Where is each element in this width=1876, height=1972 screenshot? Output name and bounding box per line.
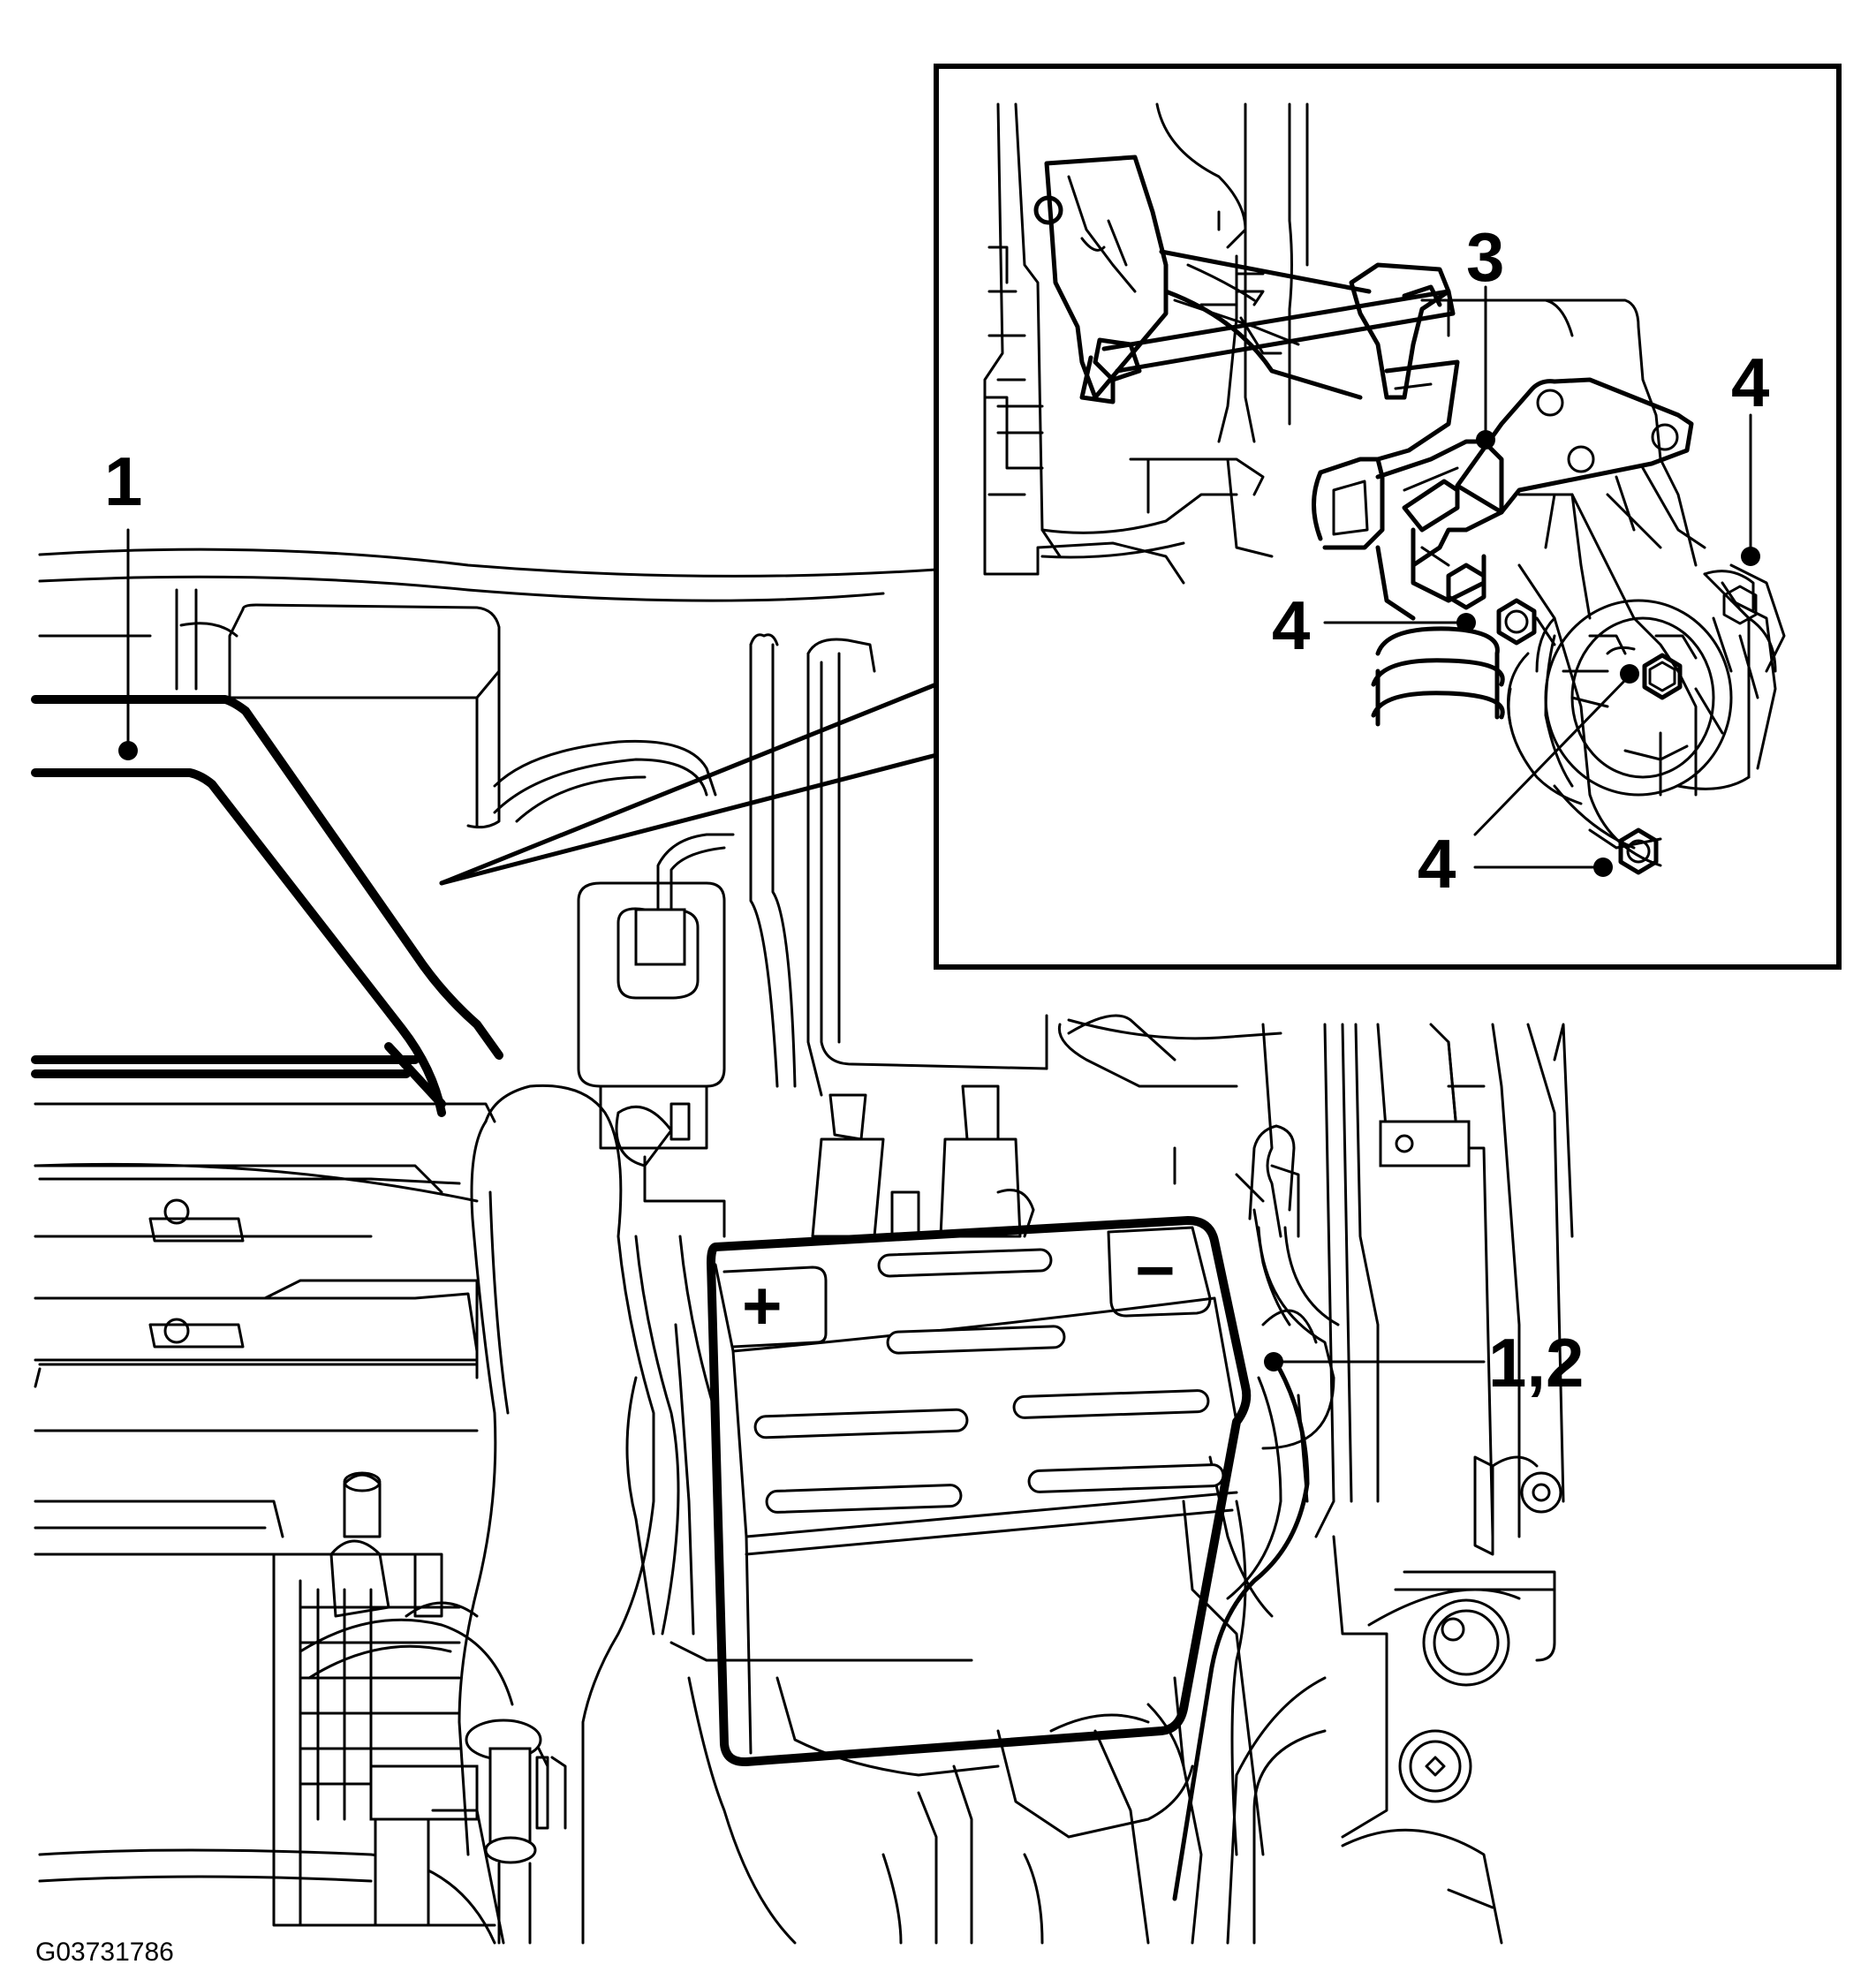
callout-label-3: 3 (1466, 218, 1504, 296)
callout-label-4-center: 4 (1418, 825, 1456, 903)
callout-3: 3 (1466, 218, 1504, 450)
callout-label-4-bottom: 4 (1418, 825, 1456, 903)
callout-label-1-2: 1,2 (1488, 1324, 1584, 1402)
callout-label-4-left: 4 (1272, 586, 1310, 664)
callout-label-1: 1 (104, 442, 142, 520)
engine-bay-linework (34, 548, 1574, 1945)
callout-1: 1 (104, 442, 142, 760)
callout-4-bottom: 4 (1418, 825, 1613, 903)
plus-terminal-label: + (742, 1266, 783, 1344)
crossmember-beam (31, 695, 503, 1117)
callout-1-2: 1,2 (1264, 1324, 1584, 1402)
battery: + − (707, 1216, 1252, 1767)
figure-id: G03731786 (35, 1938, 174, 1967)
callout-4-left: 4 (1272, 586, 1476, 664)
callout-4-center: 4 (1418, 664, 1639, 903)
detail-inset (439, 64, 1842, 970)
callout-label-4-right: 4 (1731, 344, 1769, 421)
minus-terminal-label: − (1135, 1231, 1176, 1309)
callout-4-right: 4 (1731, 344, 1769, 566)
radiator-hose (458, 1084, 655, 1945)
